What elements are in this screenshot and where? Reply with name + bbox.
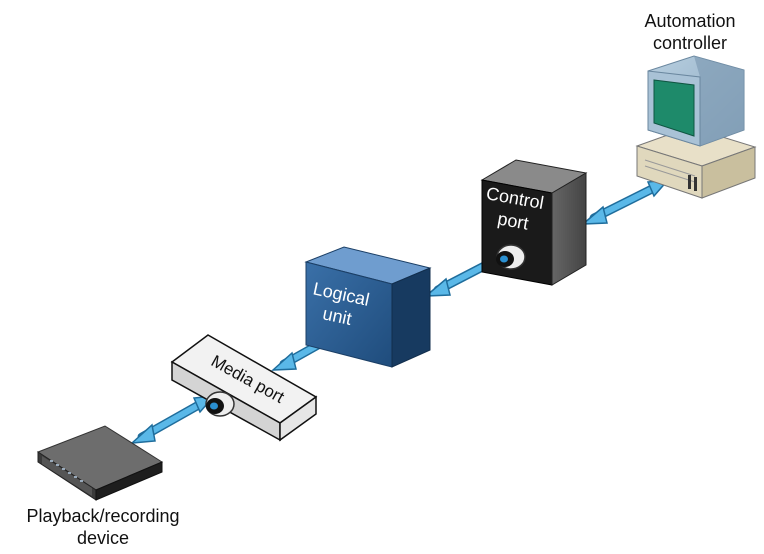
media-port-connector	[205, 391, 235, 417]
arrow-device-to-media-port	[129, 395, 216, 444]
control-port-connector	[496, 244, 526, 270]
playback-device-label: Playback/recording device	[8, 505, 198, 549]
playback-device-label-line2: device	[76, 528, 130, 548]
automation-controller-label-line2: controller	[652, 33, 728, 53]
logical-unit-box	[304, 246, 432, 368]
playback-device-label-line1: Playback/recording	[26, 506, 180, 526]
automation-controller-label-line1: Automation	[644, 11, 736, 31]
automation-controller-computer	[635, 55, 757, 199]
arrow-control-port-to-controller	[580, 179, 670, 225]
automation-controller-label: Automation controller	[630, 10, 750, 54]
playback-recording-device	[36, 425, 164, 501]
